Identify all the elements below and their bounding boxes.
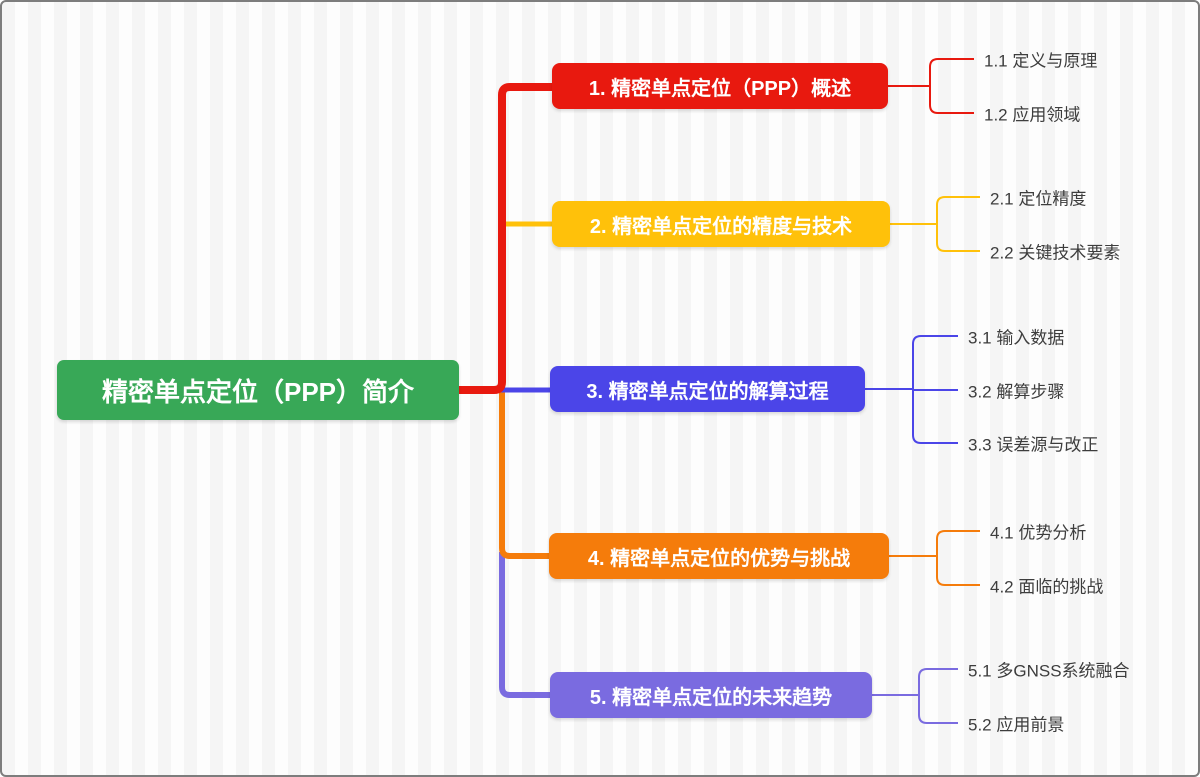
child-node-4-1[interactable]: 4.1 优势分析	[990, 523, 1087, 543]
branch-node-5[interactable]: 5. 精密单点定位的未来趋势	[550, 672, 872, 718]
bracket-branch-4	[889, 530, 980, 586]
trunk-line-branch-4	[499, 390, 549, 559]
child-node-5-2[interactable]: 5.2 应用前景	[968, 715, 1065, 735]
root-node[interactable]: 精密单点定位（PPP）简介	[57, 360, 459, 420]
branch-node-3[interactable]: 3. 精密单点定位的解算过程	[550, 366, 865, 412]
branch-node-2[interactable]: 2. 精密单点定位的精度与技术	[552, 201, 890, 247]
bracket-branch-3	[865, 335, 958, 444]
trunk-line-branch-1	[456, 83, 552, 394]
child-node-3-1[interactable]: 3.1 输入数据	[968, 328, 1065, 348]
child-node-2-1[interactable]: 2.1 定位精度	[990, 189, 1087, 209]
branch-node-2-label: 2. 精密单点定位的精度与技术	[589, 215, 853, 238]
branch-node-4-label: 4. 精密单点定位的优势与挑战	[587, 547, 851, 570]
child-node-3-2[interactable]: 3.2 解算步骤	[968, 382, 1065, 402]
branch-node-3-label: 3. 精密单点定位的解算过程	[586, 380, 829, 403]
bracket-branch-5	[872, 668, 958, 724]
branch-node-5-label: 5. 精密单点定位的未来趋势	[589, 686, 833, 709]
branch-node-4[interactable]: 4. 精密单点定位的优势与挑战	[549, 533, 889, 579]
child-node-5-1[interactable]: 5.1 多GNSS系统融合	[968, 661, 1130, 681]
child-node-1-2[interactable]: 1.2 应用领域	[984, 105, 1081, 125]
branch-node-1-label: 1. 精密单点定位（PPP）概述	[588, 77, 852, 100]
root-node-label: 精密单点定位（PPP）简介	[101, 376, 415, 407]
child-node-4-2[interactable]: 4.2 面临的挑战	[990, 577, 1104, 597]
trunk-line-branch-5	[499, 552, 550, 698]
child-node-2-2[interactable]: 2.2 关键技术要素	[990, 243, 1121, 263]
branch-node-1[interactable]: 1. 精密单点定位（PPP）概述	[552, 63, 888, 109]
bracket-branch-1	[888, 58, 974, 114]
child-node-1-1[interactable]: 1.1 定义与原理	[984, 51, 1098, 71]
bracket-branch-2	[890, 196, 980, 252]
child-node-3-3[interactable]: 3.3 误差源与改正	[968, 435, 1099, 455]
